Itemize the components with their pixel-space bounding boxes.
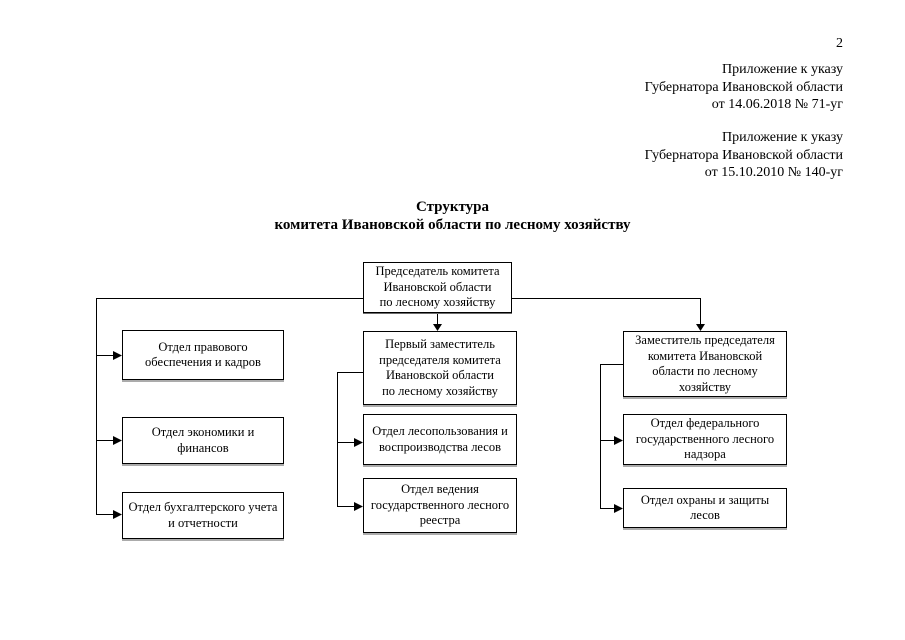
org-box-chairman: Председатель комитета Ивановской области… bbox=[363, 262, 512, 313]
arrowhead-right bbox=[354, 502, 363, 511]
page-number: 2 bbox=[836, 36, 843, 51]
arrowhead-right bbox=[113, 510, 122, 519]
connector-chairman-to-deputy bbox=[512, 298, 705, 331]
connector-deputy-to-departments bbox=[600, 364, 623, 513]
arrowhead-right bbox=[354, 438, 363, 447]
org-box-accounting-and-reporting-department: Отдел бухгалтерского учета и отчетности bbox=[122, 492, 284, 539]
arrowhead-down bbox=[433, 324, 442, 331]
org-box-federal-forest-supervision-department: Отдел федерального государственного лесн… bbox=[623, 414, 787, 465]
document-title: Структура комитета Ивановской области по… bbox=[274, 199, 631, 233]
connector-first-deputy-to-departments bbox=[337, 372, 363, 511]
arrowhead-down bbox=[696, 324, 705, 331]
annotation-decree-2010: Приложение к указу Губернатора Ивановско… bbox=[644, 130, 843, 180]
org-box-deputy-chairman: Заместитель председателя комитета Иванов… bbox=[623, 331, 787, 397]
org-box-legal-and-hr-department: Отдел правового обеспечения и кадров bbox=[122, 330, 284, 380]
org-box-first-deputy-chairman: Первый заместитель председателя комитета… bbox=[363, 331, 517, 405]
org-box-forest-protection-department: Отдел охраны и защиты лесов bbox=[623, 488, 787, 528]
org-box-state-forest-register-department: Отдел ведения государственного лесного р… bbox=[363, 478, 517, 533]
arrowhead-right bbox=[113, 436, 122, 445]
org-box-forest-use-and-reproduction-department: Отдел лесопользования и воспроизводства … bbox=[363, 414, 517, 465]
annotation-decree-2018: Приложение к указу Губернатора Ивановско… bbox=[644, 62, 843, 112]
arrowhead-right bbox=[614, 436, 623, 445]
connector-chairman-to-first-deputy bbox=[433, 313, 442, 331]
arrowhead-right bbox=[614, 504, 623, 513]
arrowhead-right bbox=[113, 351, 122, 360]
org-box-economics-and-finance-department: Отдел экономики и финансов bbox=[122, 417, 284, 464]
